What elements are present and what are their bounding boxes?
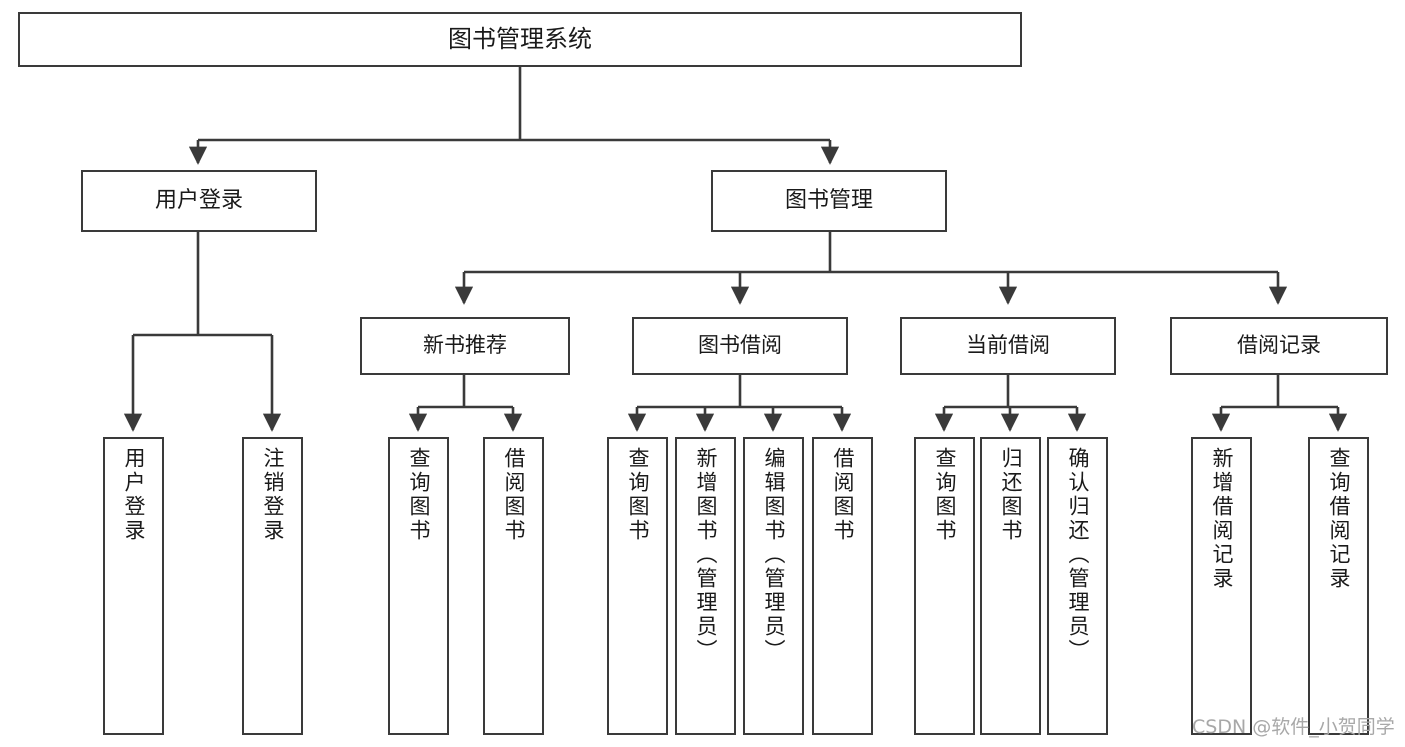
node-user-login[interactable]: 用户登录 [81, 170, 317, 232]
leaf-query-book-borrow-label: 查询图书 [626, 447, 650, 543]
leaf-query-borrow-record[interactable]: 查询借阅记录 [1308, 437, 1369, 735]
leaf-return-book-label: 归还图书 [999, 447, 1023, 543]
node-book-management[interactable]: 图书管理 [711, 170, 947, 232]
leaf-add-book-admin-label: 新增图书（管理员） [694, 447, 718, 663]
node-new-book-recommend-label: 新书推荐 [423, 333, 507, 358]
node-current-borrow[interactable]: 当前借阅 [900, 317, 1116, 375]
leaf-query-book-recommend-label: 查询图书 [407, 447, 431, 543]
node-new-book-recommend[interactable]: 新书推荐 [360, 317, 570, 375]
leaf-query-book-borrow[interactable]: 查询图书 [607, 437, 668, 735]
leaf-user-login-label: 用户登录 [122, 447, 146, 543]
leaf-query-book-recommend[interactable]: 查询图书 [388, 437, 449, 735]
leaf-edit-book-admin-label: 编辑图书（管理员） [762, 447, 786, 663]
leaf-confirm-return-admin-label: 确认归还（管理员） [1066, 447, 1090, 663]
leaf-user-logout-label: 注销登录 [261, 447, 285, 543]
leaf-borrow-book-recommend-label: 借阅图书 [502, 447, 526, 543]
node-root[interactable]: 图书管理系统 [18, 12, 1022, 67]
node-book-borrow-label: 图书借阅 [698, 333, 782, 358]
leaf-query-book-current-label: 查询图书 [933, 447, 957, 543]
node-book-management-label: 图书管理 [784, 187, 873, 213]
leaf-add-book-admin[interactable]: 新增图书（管理员） [675, 437, 736, 735]
leaf-edit-book-admin[interactable]: 编辑图书（管理员） [743, 437, 804, 735]
leaf-add-borrow-record-label: 新增借阅记录 [1210, 447, 1234, 591]
csdn-watermark: CSDN @软件_小贺同学 [1192, 716, 1395, 738]
leaf-user-login[interactable]: 用户登录 [103, 437, 164, 735]
node-borrow-record[interactable]: 借阅记录 [1170, 317, 1388, 375]
leaf-query-book-current[interactable]: 查询图书 [914, 437, 975, 735]
leaf-user-logout[interactable]: 注销登录 [242, 437, 303, 735]
leaf-add-borrow-record[interactable]: 新增借阅记录 [1191, 437, 1252, 735]
leaf-return-book[interactable]: 归还图书 [980, 437, 1041, 735]
node-current-borrow-label: 当前借阅 [966, 333, 1050, 358]
leaf-borrow-book-label: 借阅图书 [831, 447, 855, 543]
node-root-label: 图书管理系统 [448, 25, 592, 54]
leaf-borrow-book-recommend[interactable]: 借阅图书 [483, 437, 544, 735]
node-book-borrow[interactable]: 图书借阅 [632, 317, 848, 375]
leaf-confirm-return-admin[interactable]: 确认归还（管理员） [1047, 437, 1108, 735]
node-user-login-label: 用户登录 [154, 187, 243, 213]
leaf-borrow-book[interactable]: 借阅图书 [812, 437, 873, 735]
node-borrow-record-label: 借阅记录 [1237, 333, 1321, 358]
leaf-query-borrow-record-label: 查询借阅记录 [1327, 447, 1351, 591]
